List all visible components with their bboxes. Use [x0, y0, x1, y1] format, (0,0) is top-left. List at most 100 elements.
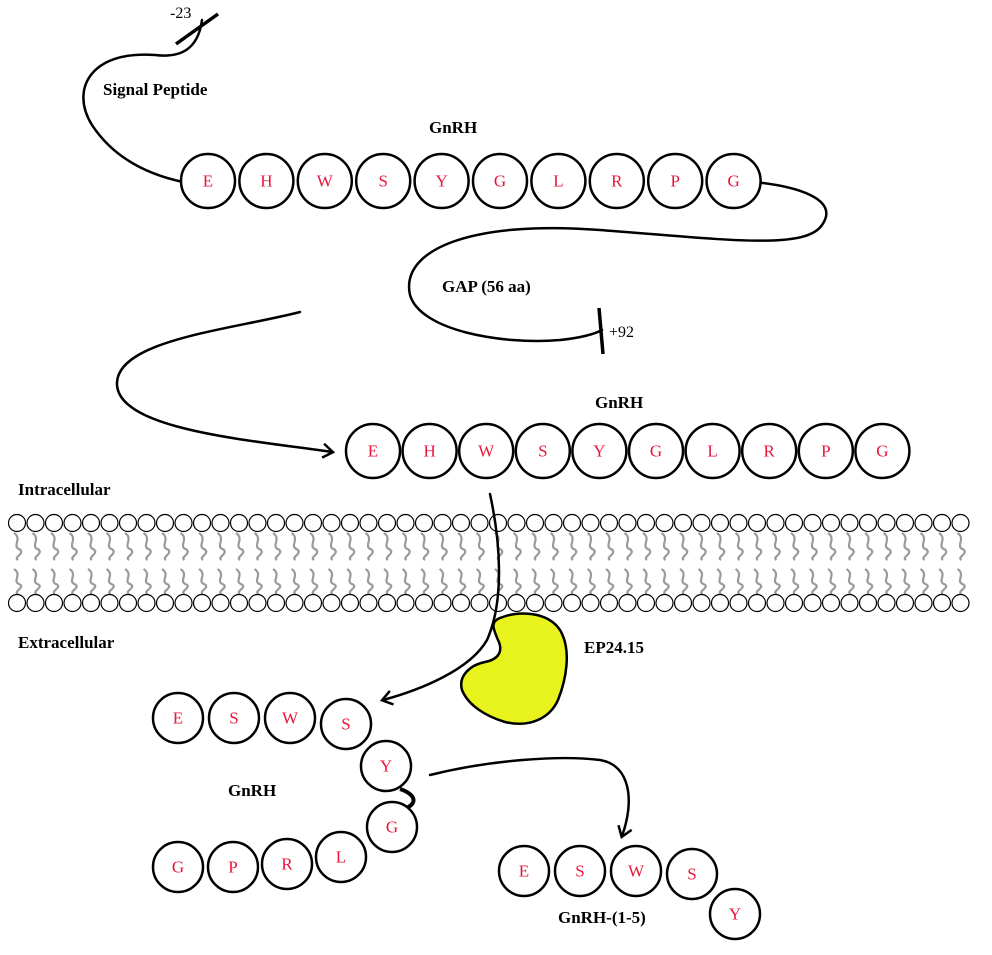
phospholipid-head [248, 593, 267, 613]
lipid-tail [13, 532, 23, 561]
phospholipid-head [525, 593, 545, 613]
phospholipid-head [7, 513, 27, 533]
lipid-tail [198, 532, 208, 561]
precursor-residue-letter: P [670, 172, 679, 191]
lipid-tail [845, 532, 855, 561]
processed-residue-letter: S [538, 442, 547, 461]
phospholipid-head [377, 513, 397, 533]
extracellular-bottom-residue-letter: R [281, 855, 293, 874]
end-terminus-tick [597, 307, 605, 355]
lipid-tail [605, 568, 615, 595]
lipid-tail [771, 568, 781, 595]
phospholipid-head [433, 593, 452, 613]
phospholipid-head [396, 513, 415, 533]
precursor-residue: P [646, 152, 704, 210]
lipid-tail [790, 532, 800, 561]
phospholipid-head [562, 593, 582, 613]
extracellular-bottom-residue-letter: L [336, 848, 346, 867]
extracellular-bottom-residue-letter: G [386, 818, 398, 837]
phospholipid-head [470, 513, 489, 533]
lipid-tail [68, 532, 78, 561]
processed-residue-letter: E [368, 442, 378, 461]
phospholipid-head [192, 593, 212, 613]
phospholipid-head [451, 593, 471, 613]
lipid-tail [605, 532, 615, 561]
extracellular-bottom-residue-letter: G [172, 858, 184, 877]
lipid-tail [124, 568, 134, 595]
lipid-tail [161, 532, 171, 561]
lipid-tail [346, 568, 356, 595]
processed-residue-letter: G [876, 442, 888, 461]
phospholipid-head [729, 513, 748, 533]
lipid-tail [235, 532, 245, 561]
processed-residue-letter: R [764, 442, 776, 461]
lipid-tail [383, 532, 393, 561]
lipid-tail [216, 568, 226, 595]
lipid-tail [660, 532, 670, 561]
phospholipid-head [840, 593, 859, 613]
lipid-tail [882, 568, 892, 595]
phospholipid-head [710, 593, 730, 613]
lipid-tail [845, 568, 855, 595]
lipid-tail [956, 568, 966, 595]
lipid-tail [808, 532, 818, 561]
lipid-tail [531, 532, 541, 561]
phospholipid-head [285, 593, 304, 613]
lipid-tail [623, 532, 633, 561]
processing-arrow [115, 310, 332, 452]
lipid-tail [420, 568, 430, 595]
phospholipid-head [137, 513, 156, 533]
lipid-tail [179, 532, 189, 561]
lipid-tail [901, 532, 911, 561]
lipid-tail [475, 568, 485, 595]
phospholipid-head [44, 593, 64, 613]
phospholipid-head [192, 513, 212, 533]
precursor-residue: W [296, 152, 354, 210]
phospholipid-head [229, 593, 249, 613]
cleavage-arrow [428, 756, 629, 836]
lipid-tail [549, 568, 559, 595]
phospholipid-head [7, 593, 27, 613]
lipid-tail [13, 568, 23, 595]
phospholipid-head [803, 513, 822, 533]
phospholipid-head [766, 513, 785, 533]
ep24-15-enzyme [459, 612, 568, 725]
lipid-tail [586, 568, 596, 595]
precursor-residue-letter: Y [435, 172, 447, 191]
lipid-tail [919, 568, 929, 595]
extracellular-bottom-residue: L [314, 830, 368, 884]
phospholipid-head [322, 593, 341, 613]
phospholipid-head [951, 513, 970, 533]
phospholipid-head [655, 593, 674, 613]
precursor-residue-letter: L [553, 172, 563, 191]
lipid-tail [161, 568, 171, 595]
lipid-tail [272, 532, 282, 561]
lipid-tail [105, 568, 115, 595]
phospholipid-head [26, 593, 45, 613]
extracellular-top-residue: S [207, 691, 261, 745]
lipid-tail [50, 532, 60, 561]
lipid-tail [253, 532, 263, 561]
lipid-tail [327, 532, 337, 561]
phospholipid-head [784, 513, 804, 533]
lipid-tail [956, 532, 966, 561]
lipid-tail [253, 568, 263, 595]
phospholipid-head [470, 593, 489, 613]
phospholipid-head [544, 513, 563, 533]
phospholipid-head [692, 513, 711, 533]
intracellular-label: Intracellular [18, 480, 111, 499]
phospholipid-head [562, 513, 582, 533]
precursor-residue-letter: W [317, 172, 334, 191]
fragment-residue: Y [708, 887, 762, 941]
processed-residue: P [797, 422, 855, 480]
lipid-tail [198, 568, 208, 595]
phospholipid-head [581, 593, 600, 613]
lipid-tail [697, 568, 707, 595]
precursor-residue-letter: G [727, 172, 739, 191]
gap-chain [407, 179, 828, 343]
signal-peptide-label: Signal Peptide [103, 80, 208, 99]
lipid-tail [87, 532, 97, 561]
processed-residue: E [344, 422, 402, 480]
lipid-tail [586, 532, 596, 561]
